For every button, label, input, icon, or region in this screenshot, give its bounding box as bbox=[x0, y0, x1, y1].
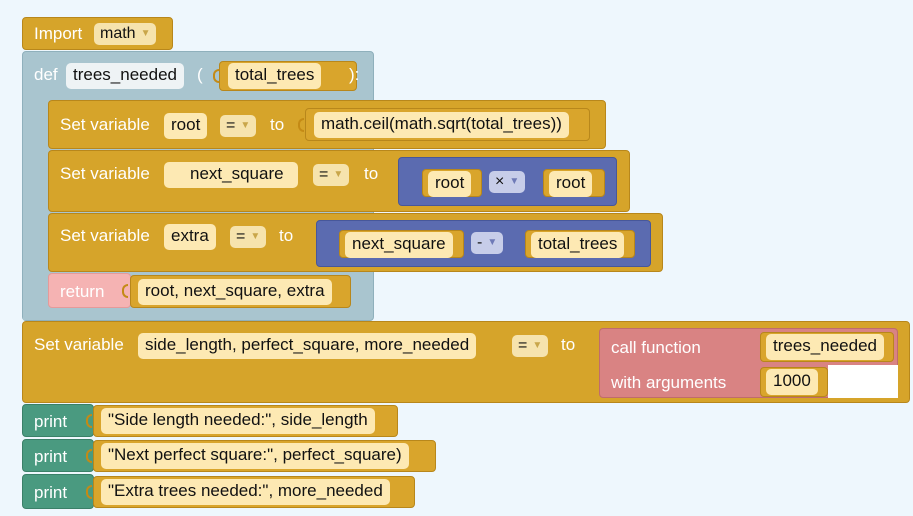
to-label: to bbox=[270, 115, 285, 134]
multiply-op-dropdown[interactable]: ×▼ bbox=[489, 171, 526, 193]
op-value: = bbox=[319, 166, 329, 183]
param-field[interactable]: total_trees bbox=[228, 63, 322, 89]
extra-var-field[interactable]: extra bbox=[164, 224, 216, 250]
right-operand-block[interactable]: root bbox=[543, 169, 605, 197]
root-value-field[interactable]: math.ceil(math.sqrt(total_trees)) bbox=[314, 112, 569, 138]
right-operand-field[interactable]: root bbox=[549, 171, 593, 197]
print-value-field[interactable]: "Next perfect square:", perfect_square) bbox=[101, 443, 409, 469]
return-label: return bbox=[60, 282, 105, 301]
left-operand-block[interactable]: root bbox=[422, 169, 482, 197]
operator-value: × bbox=[495, 173, 505, 190]
chevron-down-icon: ▼ bbox=[333, 169, 344, 180]
print-label: print bbox=[34, 483, 68, 502]
print-label: print bbox=[34, 447, 68, 466]
def-keyword: def bbox=[34, 65, 58, 84]
right-operand-field[interactable]: total_trees bbox=[531, 232, 625, 258]
print-block[interactable]: print bbox=[22, 474, 94, 509]
chevron-down-icon: ▼ bbox=[509, 176, 520, 187]
left-operand-field[interactable]: next_square bbox=[345, 232, 453, 258]
main-vars-field[interactable]: side_length, perfect_square, more_needed bbox=[138, 333, 477, 359]
set-main-block[interactable]: Set variable side_length, perfect_square… bbox=[22, 321, 910, 403]
module-dropdown[interactable]: math ▼ bbox=[94, 23, 157, 45]
set-next-label: Set variable bbox=[60, 164, 150, 183]
return-connector bbox=[122, 284, 128, 298]
chevron-down-icon: ▼ bbox=[487, 237, 498, 248]
func-name-field[interactable]: trees_needed bbox=[766, 334, 884, 360]
module-value: math bbox=[100, 25, 136, 42]
chevron-down-icon: ▼ bbox=[140, 28, 151, 39]
print-value-block[interactable]: "Next perfect square:", perfect_square) bbox=[93, 440, 436, 472]
open-paren: ( bbox=[197, 65, 203, 84]
operator-value: - bbox=[477, 234, 483, 251]
import-block[interactable]: Import math ▼ bbox=[22, 17, 173, 50]
left-operand-block[interactable]: next_square bbox=[339, 230, 464, 258]
param-block[interactable]: total_trees bbox=[219, 61, 357, 91]
args-empty-slot bbox=[828, 365, 898, 398]
print-connector bbox=[86, 485, 92, 499]
return-value-field[interactable]: root, next_square, extra bbox=[138, 279, 332, 305]
next-op-dropdown[interactable]: =▼ bbox=[313, 164, 350, 186]
set-main-label: Set variable bbox=[34, 335, 124, 354]
function-name-field[interactable]: trees_needed bbox=[66, 63, 184, 89]
print-block[interactable]: print bbox=[22, 404, 94, 437]
set-next-square-block[interactable]: Set variable next_square =▼ to root ×▼ r… bbox=[48, 150, 630, 212]
chevron-down-icon: ▼ bbox=[250, 231, 261, 242]
set-root-block[interactable]: Set variable root =▼ to math.ceil(math.s… bbox=[48, 100, 606, 149]
return-block[interactable]: return bbox=[48, 273, 131, 308]
to-label: to bbox=[279, 226, 294, 245]
right-operand-block[interactable]: total_trees bbox=[525, 230, 635, 258]
root-var-field[interactable]: root bbox=[164, 113, 208, 139]
print-value-block[interactable]: "Side length needed:", side_length bbox=[93, 405, 398, 437]
value-connector bbox=[298, 118, 304, 132]
import-label: Import bbox=[34, 24, 83, 43]
main-op-dropdown[interactable]: =▼ bbox=[512, 335, 549, 357]
arg-block[interactable]: 1000 bbox=[760, 367, 828, 397]
print-connector bbox=[86, 414, 92, 428]
op-value: = bbox=[236, 228, 246, 245]
return-value-block[interactable]: root, next_square, extra bbox=[130, 275, 351, 308]
root-value-block[interactable]: math.ceil(math.sqrt(total_trees)) bbox=[305, 108, 590, 141]
root-op-dropdown[interactable]: =▼ bbox=[220, 115, 257, 137]
print-connector bbox=[86, 449, 92, 463]
subtract-op-dropdown[interactable]: -▼ bbox=[471, 232, 504, 254]
print-value-block[interactable]: "Extra trees needed:", more_needed bbox=[93, 476, 415, 508]
subtract-block[interactable]: next_square -▼ total_trees bbox=[316, 220, 651, 267]
multiply-block[interactable]: root ×▼ root bbox=[398, 157, 617, 206]
left-operand-field[interactable]: root bbox=[428, 171, 472, 197]
print-label: print bbox=[34, 412, 68, 431]
set-extra-block[interactable]: Set variable extra =▼ to next_square -▼ … bbox=[48, 213, 663, 272]
set-root-label: Set variable bbox=[60, 115, 150, 134]
chevron-down-icon: ▼ bbox=[532, 340, 543, 351]
to-label: to bbox=[364, 164, 379, 183]
param-connector bbox=[213, 69, 219, 83]
op-value: = bbox=[226, 117, 236, 134]
func-name-block[interactable]: trees_needed bbox=[760, 332, 894, 362]
to-label: to bbox=[561, 335, 576, 354]
call-function-label: call function bbox=[611, 338, 701, 357]
chevron-down-icon: ▼ bbox=[240, 120, 251, 131]
call-function-block[interactable]: call function trees_needed with argument… bbox=[599, 328, 898, 398]
extra-op-dropdown[interactable]: =▼ bbox=[230, 226, 267, 248]
with-arguments-label: with arguments bbox=[611, 373, 727, 392]
print-block[interactable]: print bbox=[22, 439, 94, 472]
op-value: = bbox=[518, 337, 528, 354]
arg-field[interactable]: 1000 bbox=[766, 369, 818, 395]
close-paren: ): bbox=[349, 65, 360, 84]
next-square-var-field[interactable]: next_square bbox=[164, 162, 298, 188]
print-value-field[interactable]: "Extra trees needed:", more_needed bbox=[101, 479, 390, 505]
print-value-field[interactable]: "Side length needed:", side_length bbox=[101, 408, 375, 434]
def-body-spine bbox=[23, 100, 49, 320]
set-extra-label: Set variable bbox=[60, 226, 150, 245]
